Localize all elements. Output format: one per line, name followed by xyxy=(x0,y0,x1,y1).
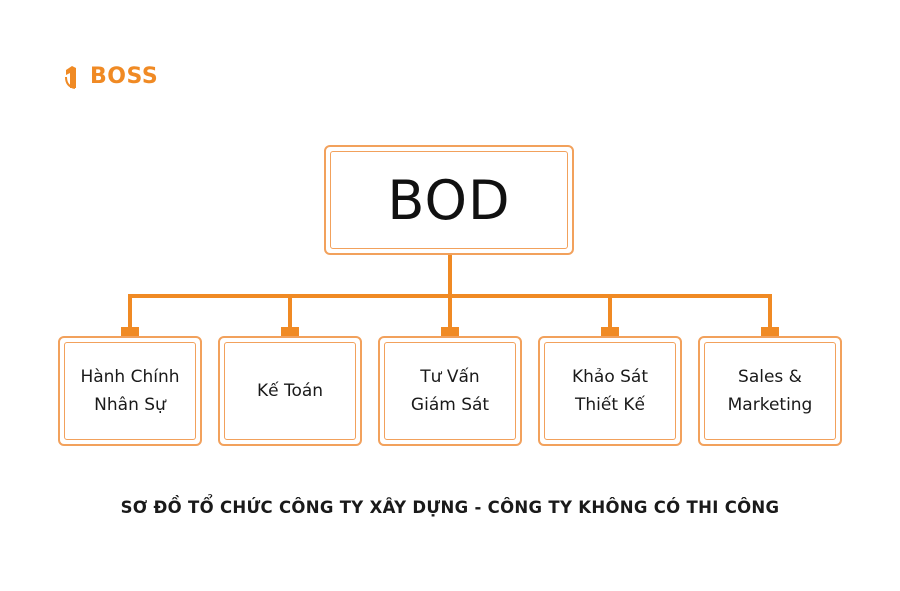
dept-label-survey-design: Khảo Sát Thiết Kế xyxy=(571,367,649,415)
dept-node-survey-design: Khảo Sát Thiết Kế xyxy=(538,336,682,446)
dept-node-sales-marketing: Sales & Marketing xyxy=(698,336,842,446)
logo-text: BOSS xyxy=(90,64,159,89)
diagram-caption: SƠ ĐỒ TỔ CHỨC CÔNG TY XÂY DỰNG - CÔNG TY… xyxy=(120,498,780,517)
dept-node-hr: Hành Chính Nhân Sự xyxy=(58,336,202,446)
dept-node-accounting: Kế Toán xyxy=(218,336,362,446)
bod-label: BOD xyxy=(387,168,511,232)
dept-node-consulting: Tư Vấn Giám Sát xyxy=(378,336,522,446)
boss-logo-mark-icon xyxy=(65,66,76,89)
dept-label-accounting: Kế Toán xyxy=(256,381,324,401)
bod-node: BOD xyxy=(324,145,574,255)
dept-label-consulting: Tư Vấn Giám Sát xyxy=(410,367,490,415)
dept-label-sales-marketing: Sales & Marketing xyxy=(727,367,813,415)
dept-label-hr: Hành Chính Nhân Sự xyxy=(80,367,180,415)
boss-logo: BOSS xyxy=(62,64,158,90)
